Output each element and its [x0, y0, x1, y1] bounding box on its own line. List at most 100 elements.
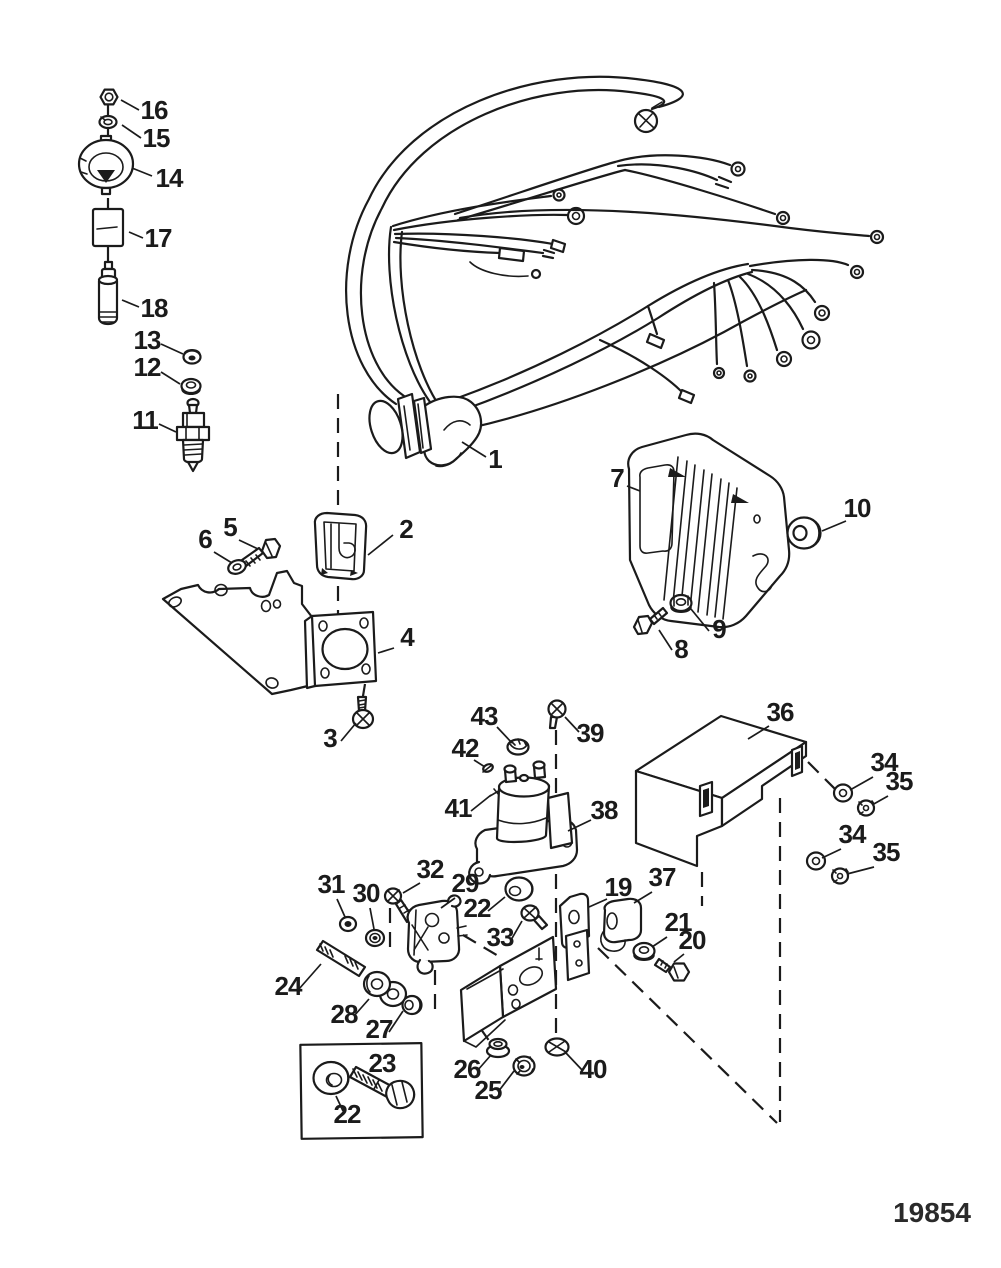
- leader-line-29: [440, 897, 456, 909]
- leader-line-27: [388, 1010, 404, 1033]
- part-1-wiring-harness: [345, 75, 885, 468]
- leader-line-24: [298, 963, 322, 990]
- leader-line-10: [821, 520, 847, 532]
- callout-29: 29: [452, 868, 479, 898]
- callout-7: 7: [610, 463, 624, 493]
- callout-25: 25: [475, 1075, 502, 1105]
- leader-line-28: [353, 998, 370, 1017]
- part-15-lock-washer: [98, 114, 118, 130]
- part-28-grommets: [362, 970, 408, 1008]
- part-35-nut-lower: [830, 867, 850, 885]
- part-3-screw: [351, 695, 375, 730]
- callout-37: 37: [649, 862, 676, 892]
- leader-line-8: [658, 629, 673, 651]
- leader-line-13: [160, 343, 184, 355]
- callout-16: 16: [141, 95, 168, 125]
- leader-line-34: [821, 848, 842, 859]
- callout-13: 13: [134, 325, 161, 355]
- part-22-grommet-upper: [504, 876, 534, 902]
- part-36-cover: [634, 714, 808, 868]
- part-20-bolt: [653, 957, 691, 982]
- callout-12: 12: [134, 352, 161, 382]
- callout-14: 14: [156, 163, 184, 193]
- part-18-barrel: [97, 260, 119, 326]
- callout-22: 22: [334, 1099, 361, 1129]
- leader-line-34: [849, 776, 874, 791]
- leader-line-21: [651, 936, 668, 948]
- part-29-switch: [406, 894, 468, 975]
- leader-line-12: [160, 371, 181, 385]
- part-24-stud: [315, 939, 367, 978]
- callout-42: 42: [452, 733, 479, 763]
- inset-box: [299, 1042, 424, 1140]
- leader-line-4: [377, 647, 395, 654]
- part-43-nut: [506, 738, 530, 756]
- part-22-grommet-inset: [312, 1060, 350, 1096]
- callout-6: 6: [198, 524, 212, 554]
- part-19-bracket: [459, 892, 591, 1048]
- callout-3: 3: [323, 723, 337, 753]
- part-40-nut: [544, 1037, 570, 1057]
- callout-11: 11: [132, 405, 158, 435]
- callout-2: 2: [399, 514, 413, 544]
- callout-41: 41: [445, 793, 472, 823]
- leader-line-23: [373, 1079, 380, 1090]
- part-33-screw: [520, 904, 549, 931]
- leader-line-42: [473, 759, 486, 768]
- callout-8: 8: [674, 634, 688, 664]
- part-34-washer-lower: [805, 851, 827, 871]
- callout-24: 24: [275, 971, 303, 1001]
- part-5-bolt: [240, 537, 282, 568]
- part-23-bolt: [348, 1065, 416, 1110]
- part-13-nut: [182, 348, 202, 365]
- part-42-clip: [482, 763, 494, 773]
- leader-line-26: [476, 1054, 492, 1072]
- leader-line-17: [128, 231, 144, 239]
- callout-22: 22: [464, 893, 491, 923]
- leader-line-16: [120, 99, 140, 111]
- part-25-nut: [512, 1055, 536, 1077]
- leader-line-5: [238, 539, 259, 550]
- construction-dashed-lines: [106, 102, 837, 1124]
- callout-19: 19: [605, 872, 632, 902]
- callout-35: 35: [873, 837, 900, 867]
- part-35-nut-upper: [856, 799, 876, 817]
- leader-line-35: [846, 866, 875, 875]
- part-14-sender: [77, 134, 135, 196]
- callout-40: 40: [580, 1054, 607, 1084]
- part-11-temp-sender: [175, 397, 211, 473]
- leader-line-25: [497, 1070, 515, 1093]
- callout-36: 36: [767, 697, 794, 727]
- part-27-washer: [401, 994, 423, 1016]
- leader-line-36: [747, 725, 770, 740]
- part-12-nut: [180, 377, 202, 396]
- part-30-nut: [364, 928, 386, 948]
- part-39-screw: [547, 699, 567, 730]
- callout-35: 35: [886, 766, 913, 796]
- part-21-nut: [632, 941, 656, 962]
- callout-32: 32: [417, 854, 444, 884]
- leader-line-38: [567, 819, 592, 832]
- leader-line-2: [367, 534, 394, 556]
- leader-line-14: [131, 167, 153, 177]
- callout-33: 33: [487, 922, 514, 952]
- callout-23: 23: [369, 1048, 396, 1078]
- part-10-grommet: [786, 516, 822, 550]
- part-7-voltage-regulator: [627, 432, 791, 629]
- callout-10: 10: [844, 493, 871, 523]
- part-4-bracket-plate: [161, 569, 314, 696]
- callout-9: 9: [712, 614, 726, 644]
- leader-line-22: [335, 1095, 344, 1112]
- part-38-solenoid: [468, 760, 579, 885]
- leader-line-6: [213, 551, 233, 564]
- leader-line-40: [565, 1052, 584, 1072]
- leader-line-7: [626, 485, 641, 492]
- callout-38: 38: [591, 795, 618, 825]
- leader-line-30: [369, 907, 375, 930]
- leader-line-1: [461, 441, 487, 458]
- callout-4: 4: [400, 622, 415, 652]
- leader-line-33: [510, 920, 523, 941]
